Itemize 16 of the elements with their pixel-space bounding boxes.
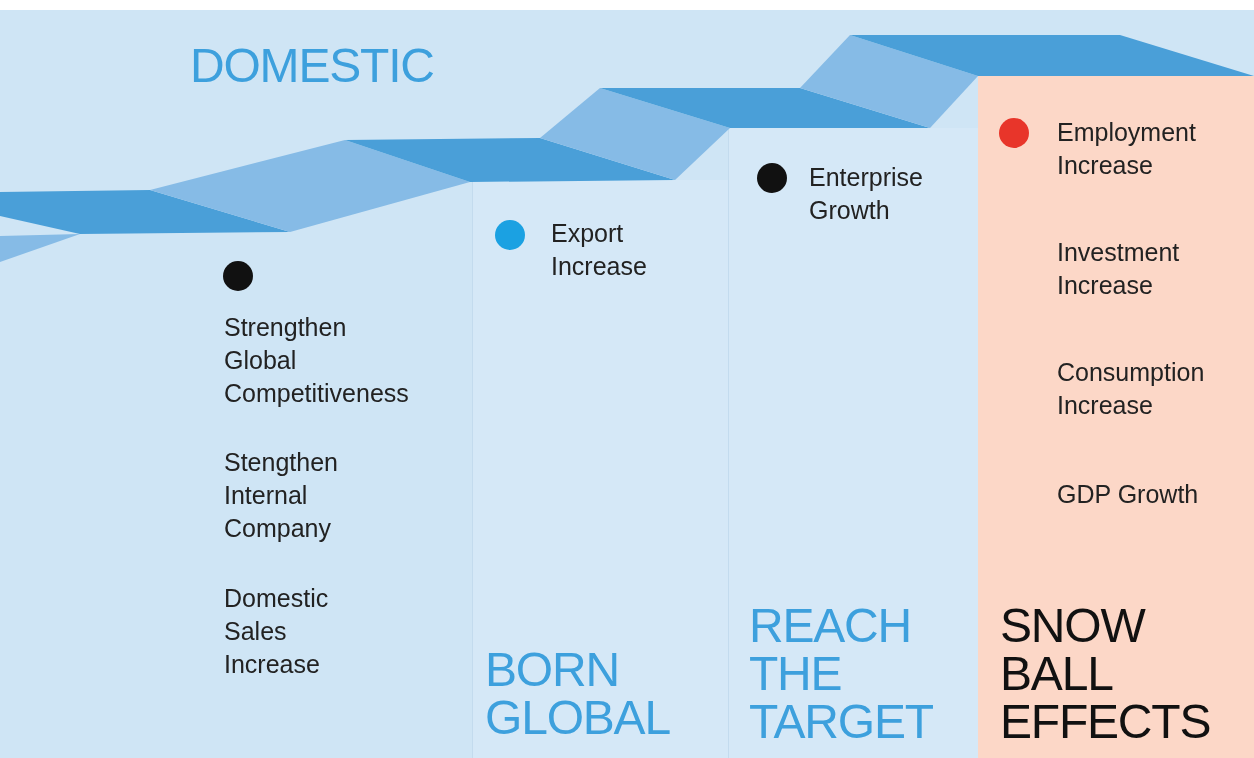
stage-heading: SNOW BALL EFFECTS — [1000, 602, 1211, 746]
stage-heading: BORN GLOBAL — [485, 646, 670, 742]
item-text: Domestic Sales Increase — [224, 583, 329, 680]
item-text: Enterprise Growth — [809, 162, 923, 226]
item-text: Strengthen Global Competitiveness — [224, 312, 409, 409]
item-text: GDP Growth — [1057, 479, 1199, 510]
item-text: Employment Increase — [1057, 117, 1196, 181]
item-text: Consumption Increase — [1057, 357, 1205, 421]
stage-heading: REACH THE TARGET — [749, 602, 933, 746]
stage-panel — [472, 180, 728, 758]
item-text: Export Increase — [551, 218, 647, 282]
item-text: Stengthen Internal Company — [224, 447, 338, 544]
stage-panel — [728, 128, 978, 758]
stage-panel — [978, 76, 1254, 758]
item-text: Investment Increase — [1057, 237, 1180, 301]
stage-heading: DOMESTIC — [190, 42, 434, 90]
